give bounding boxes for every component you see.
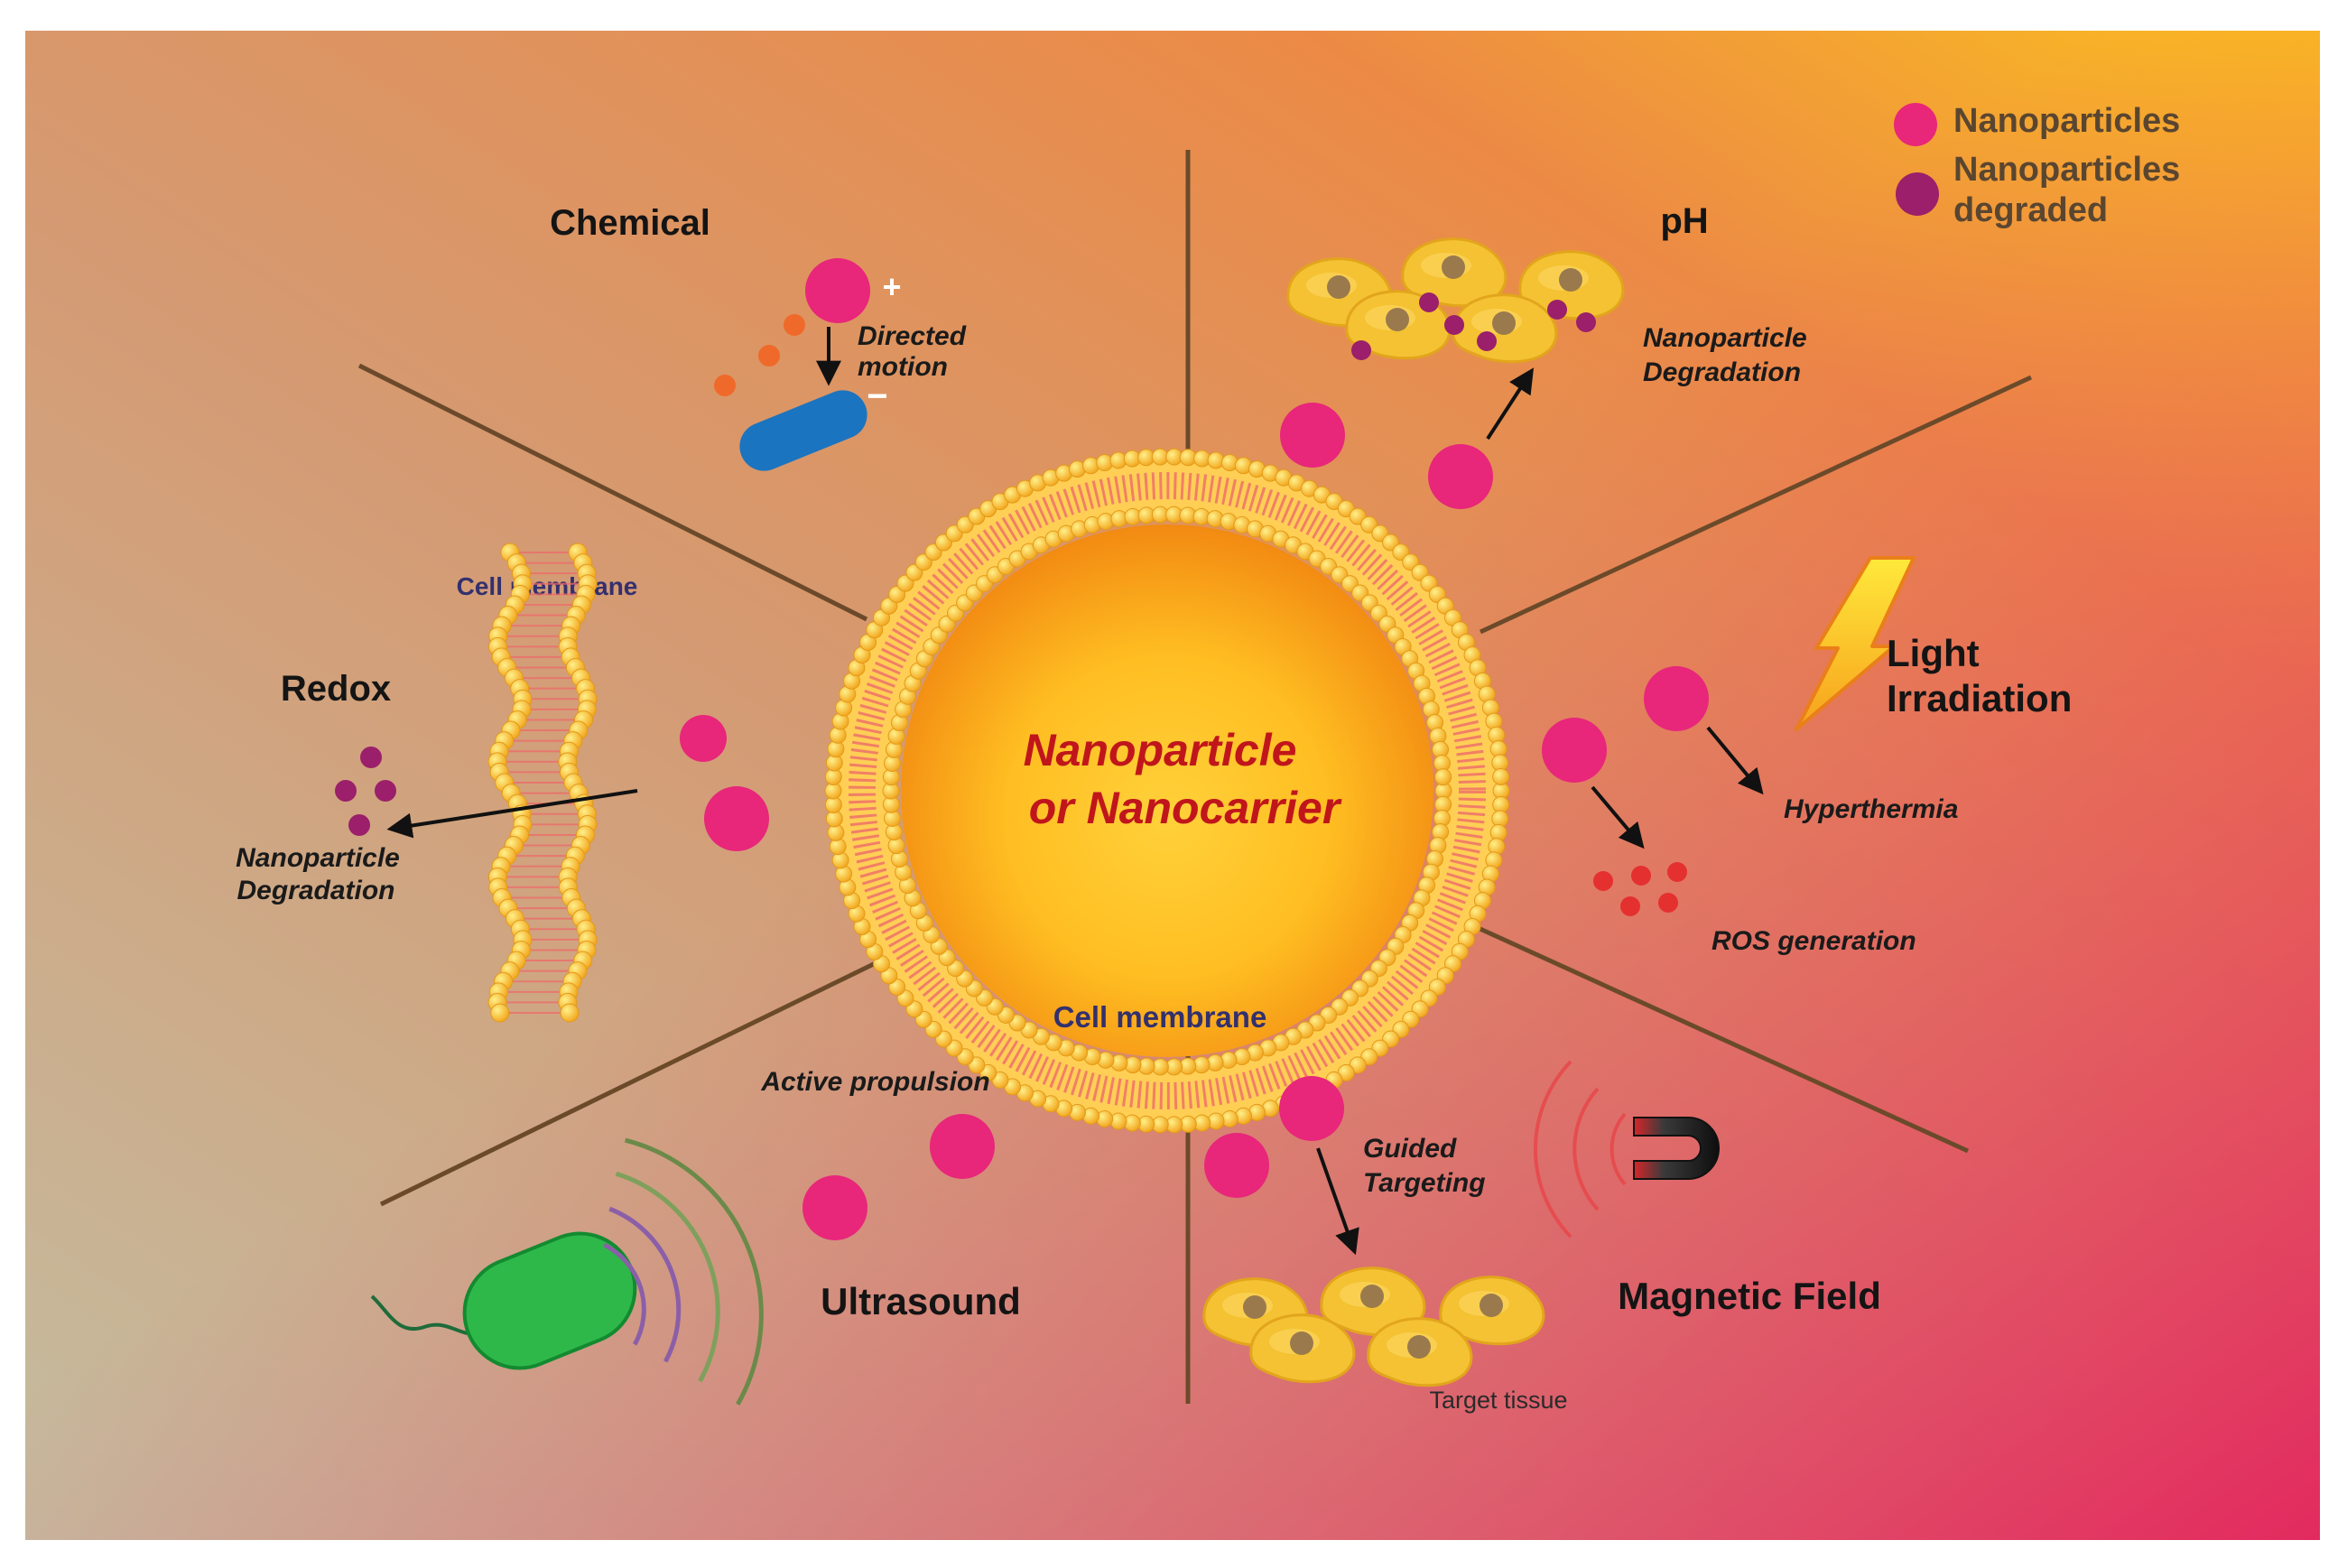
ph-degraded-dot [1576,312,1596,332]
target-tissue-label: Target tissue [1429,1387,1567,1414]
redox-degraded-dot [360,747,382,768]
chemical-nanoparticle [805,258,870,323]
section-chemical: Chemical + Directed motion − [550,203,967,471]
chemical-note-line1: Directed [858,321,967,351]
ultrasound-nanoparticle [930,1114,995,1179]
ph-arrow [1486,367,1535,441]
chemical-small-dot [758,345,780,366]
magnetic-nanoparticle [1204,1133,1269,1198]
magnet-icon [1633,1117,1720,1180]
magnetic-arrow [1316,1147,1359,1256]
legend-degraded-label-line2: degraded [1953,191,2108,229]
divider-upper-right [1479,375,2033,635]
legend: Nanoparticles Nanoparticles degraded [1894,102,2180,229]
ph-nanoparticle [1428,444,1493,509]
light-title-line2: Irradiation [1887,677,2072,719]
chemical-charged-rod [739,390,867,471]
ph-degraded-dot [1444,315,1464,335]
section-ph: pH Nanoparticle Degradation [1280,201,1807,509]
ultrasound-waves-icon [603,1137,764,1406]
core-membrane-label: Cell membrane [1053,1000,1267,1034]
light-title-line1: Light [1887,632,1980,674]
hyperthermia-label: Hyperthermia [1784,794,1958,824]
chemical-note-line2: motion [858,352,948,382]
lipid-head [490,1003,510,1023]
magnetic-note-line2: Targeting [1363,1168,1486,1198]
chemical-title: Chemical [550,203,710,243]
legend-degraded-dot [1896,172,1939,216]
section-light: Light Irradiation Hyperthermia ROS gener… [1542,556,2072,956]
center-title-line1: Nanoparticle [1024,725,1297,775]
section-ultrasound: Active propulsion Ultrasound [370,1067,1021,1406]
redox-degraded-dot [335,780,357,802]
ros-dot [1658,893,1678,913]
active-propulsion-label: Active propulsion [760,1067,989,1097]
magnetic-note-line1: Guided [1363,1134,1457,1164]
divider-upper-left [357,363,868,622]
ph-nanoparticle [1280,403,1345,468]
ph-degraded-dot [1477,331,1497,351]
ph-degraded-dot [1419,292,1439,312]
legend-nanoparticles-label: Nanoparticles [1953,102,2180,140]
redox-note-line1: Nanoparticle [236,843,400,873]
bilayer-tails [849,472,1486,1109]
ros-dot [1620,896,1640,916]
divider-lower-left [379,956,886,1207]
lightning-icon [1795,556,1916,731]
ph-degraded-dot [1547,300,1567,320]
redox-degraded-dot [348,814,370,836]
redox-nanoparticle [680,715,727,762]
ultrasound-nanoparticle [802,1175,867,1240]
magnetic-nanoparticle [1279,1076,1344,1141]
ros-dot [1631,866,1651,886]
ph-title: pH [1660,201,1708,241]
ph-note-line1: Nanoparticle [1643,323,1807,353]
section-magnetic: Guided Targeting Target tissue Magnetic … [1202,1060,1881,1414]
hyperthermia-arrow [1706,726,1764,795]
lipid-head [1492,768,1510,786]
chemical-small-dot [714,375,736,396]
section-redox: Redox Cell membrane Nanoparticle Degrada… [236,543,769,1023]
ph-note-line2: Degradation [1643,357,1801,387]
redox-lipid-bilayer-icon [487,543,598,1023]
redox-arrow [386,789,638,839]
ros-dot [1667,862,1687,882]
chemical-plus-sign: + [882,268,901,305]
legend-nanoparticle-dot [1894,103,1937,146]
redox-title: Redox [281,669,391,709]
magnetic-field-lines [1533,1060,1627,1239]
redox-membrane-label: Cell membrane [457,572,638,600]
redox-degraded-dot [375,780,396,802]
ultrasound-title: Ultrasound [821,1280,1021,1322]
nanocarrier-core [901,524,1433,1057]
lipid-head [1434,768,1452,786]
ros-generation-label: ROS generation [1712,926,1916,956]
divider-lower-right [1461,918,1970,1154]
ros-dots [1593,862,1687,916]
redox-note-line2: Degradation [237,876,394,905]
chemical-small-dot [784,314,805,336]
light-nanoparticle [1542,718,1607,783]
ph-degraded-dot [1351,340,1371,360]
center-title-line2: or Nanocarrier [1029,783,1342,833]
magnetic-title: Magnetic Field [1618,1275,1881,1317]
ros-dot [1593,871,1613,891]
ros-arrow [1591,785,1645,849]
light-nanoparticle [1644,666,1709,731]
legend-degraded-label-line1: Nanoparticles [1953,151,2180,189]
chemical-minus-sign: − [867,376,887,416]
lipid-bilayer-icon [824,448,1510,1134]
lipid-head [560,1003,580,1023]
redox-nanoparticle [704,786,769,851]
